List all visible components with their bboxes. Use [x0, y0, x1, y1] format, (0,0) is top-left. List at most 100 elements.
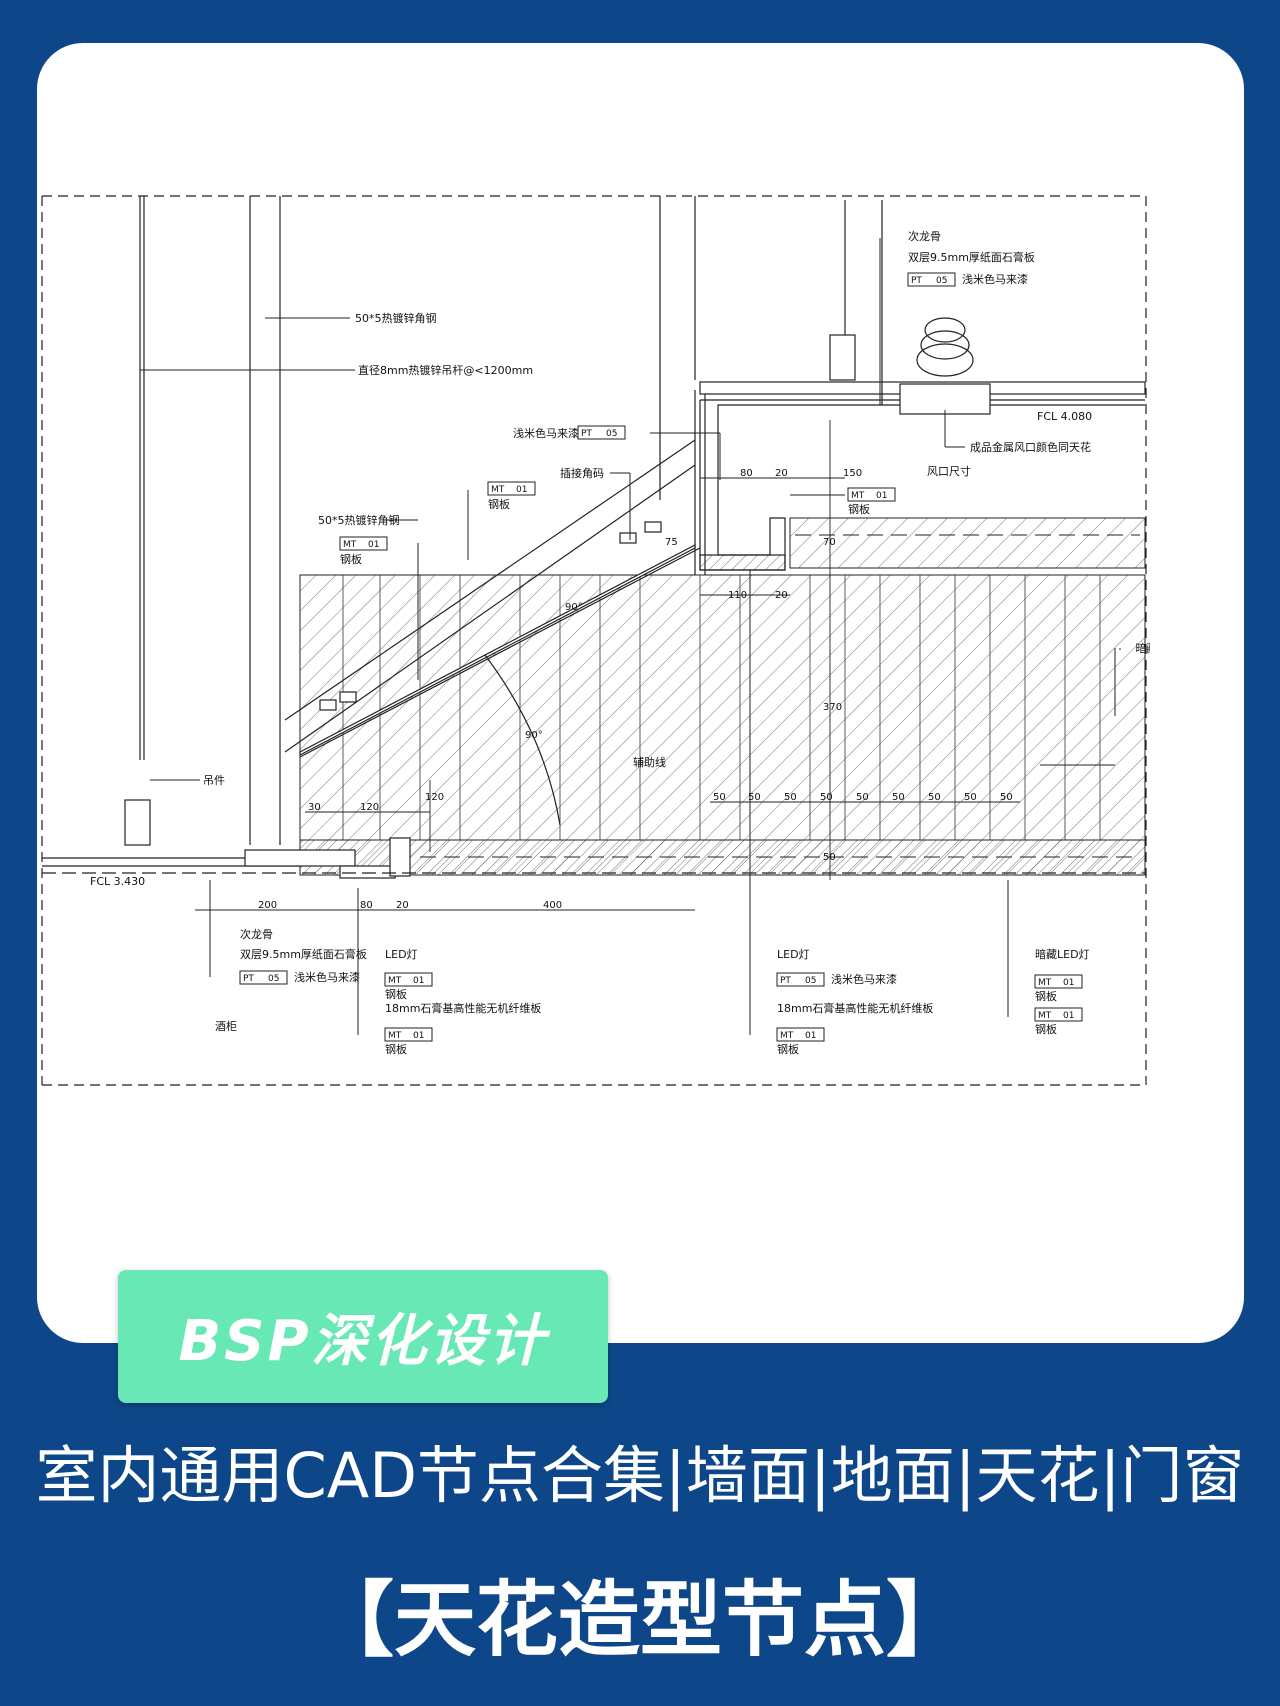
dimension-lines — [195, 420, 1020, 911]
svg-text:MT: MT — [1038, 1011, 1052, 1021]
dim-370: 370 — [823, 702, 842, 713]
tag-mt-box: MT 01 钢板 — [847, 487, 896, 516]
tag-pt-top: PT 05 — [577, 425, 626, 440]
dimension-values: 80 20 150 75 70 110 20 30 120 120 370 90… — [258, 468, 1013, 911]
tag-mt-bottom-1: MT 01 钢板 — [384, 972, 433, 1001]
label-board-bottom-1: 18mm石膏基高性能无机纤维板 — [385, 1001, 541, 1015]
dim-50-4: 50 — [820, 792, 833, 803]
dim-30: 30 — [308, 802, 321, 813]
tag-pt-bottom: PT 05 浅米色马来漆 — [239, 970, 360, 985]
svg-text:钢板: 钢板 — [1035, 1022, 1057, 1036]
brand-label: BSP深化设计 — [178, 1309, 548, 1374]
svg-text:01: 01 — [413, 1031, 424, 1041]
dim-200: 200 — [258, 900, 277, 911]
dim-90a: 90° — [565, 602, 583, 613]
tag-mt-bottom-5: MT 01 钢板 — [1034, 1007, 1083, 1036]
dim-50-9: 50 — [1000, 792, 1013, 803]
svg-text:PT: PT — [780, 976, 791, 986]
svg-text:PT: PT — [581, 429, 592, 439]
svg-text:01: 01 — [876, 491, 887, 501]
svg-text:钢板: 钢板 — [488, 497, 510, 511]
page-subtitle: 【天花造型节点】 — [311, 1573, 968, 1668]
dim-75: 75 — [665, 537, 678, 548]
label-paint-top: 浅米色马来漆 — [513, 426, 579, 440]
dim-90b: 90° — [525, 730, 543, 741]
tag-mt-mid: MT 01 钢板 — [339, 536, 388, 566]
svg-text:MT: MT — [491, 485, 505, 495]
svg-text:01: 01 — [805, 1031, 816, 1041]
label-vent-size: 风口尺寸 — [927, 464, 971, 478]
label-hidden-led-bottom: 暗藏LED灯 — [1035, 947, 1090, 961]
label-led-bottom-1: LED灯 — [385, 948, 418, 961]
dim-50-6: 50 — [892, 792, 905, 803]
label-keel-bottom: 次龙骨 — [240, 927, 273, 941]
label-keel-right: 次龙骨 — [908, 229, 941, 243]
dim-150: 150 — [843, 468, 862, 479]
tag-mt-bottom-2: MT 01 钢板 — [384, 1027, 433, 1056]
level-fcl-low: FCL 3.430 — [90, 875, 145, 888]
tag-mt-bottom-3: MT 01 钢板 — [776, 1027, 825, 1056]
label-gypsum-right: 双层9.5mm厚纸面石膏板 — [908, 250, 1035, 264]
svg-text:01: 01 — [1063, 978, 1074, 988]
svg-text:钢板: 钢板 — [777, 1042, 799, 1056]
label-corner-code: 插接角码 — [560, 466, 604, 480]
svg-text:01: 01 — [368, 540, 379, 550]
dim-110: 110 — [728, 590, 747, 601]
dim-400: 400 — [543, 900, 562, 911]
sloped-ceiling — [284, 390, 706, 826]
label-hanger: 吊件 — [203, 774, 225, 787]
label-aux-line: 辅助线 — [633, 755, 666, 769]
dim-50-1: 50 — [713, 792, 726, 803]
svg-text:MT: MT — [1038, 978, 1052, 988]
svg-text:05: 05 — [606, 429, 617, 439]
left-structure — [42, 196, 1145, 879]
drawing-labels: 50*5热镀锌角钢 直径8mm热镀锌吊杆@<1200mm 浅米色马来漆 PT 0… — [90, 229, 1150, 1056]
svg-text:PT: PT — [911, 276, 922, 286]
svg-text:MT: MT — [851, 491, 865, 501]
dim-120: 120 — [360, 802, 379, 813]
dim-70: 70 — [823, 537, 836, 548]
cad-section-drawing: 50*5热镀锌角钢 直径8mm热镀锌吊杆@<1200mm 浅米色马来漆 PT 0… — [41, 195, 1150, 1086]
svg-text:浅米色马来漆: 浅米色马来漆 — [831, 972, 897, 986]
label-angle-steel-mid: 50*5热镀锌角钢 — [318, 513, 400, 527]
dim-80: 80 — [740, 468, 753, 479]
dim-50-8: 50 — [964, 792, 977, 803]
svg-text:PT: PT — [243, 974, 254, 984]
label-vent: 成品金属风口颜色同天花 — [970, 440, 1091, 454]
svg-text:01: 01 — [413, 976, 424, 986]
svg-text:钢板: 钢板 — [1035, 989, 1057, 1003]
label-led-bottom-2: LED灯 — [777, 948, 810, 961]
tag-mt-top: MT 01 钢板 — [487, 481, 536, 511]
svg-text:钢板: 钢板 — [385, 1042, 407, 1056]
dim-50-3: 50 — [784, 792, 797, 803]
svg-text:05: 05 — [805, 976, 816, 986]
dim-20: 20 — [775, 468, 788, 479]
dim-50-5: 50 — [856, 792, 869, 803]
label-gypsum-bottom: 双层9.5mm厚纸面石膏板 — [240, 947, 367, 961]
label-rod: 直径8mm热镀锌吊杆@<1200mm — [358, 363, 533, 377]
dim-50-2: 50 — [748, 792, 761, 803]
svg-text:01: 01 — [516, 485, 527, 495]
dim-120v: 120 — [425, 792, 444, 803]
tag-mt-bottom-4: MT 01 钢板 — [1034, 974, 1083, 1003]
tag-pt-right: PT 05 浅米色马来漆 — [907, 272, 1028, 287]
svg-text:01: 01 — [1063, 1011, 1074, 1021]
label-hidden-led-right: 暗藏LED灯 — [1135, 641, 1150, 655]
svg-text:钢板: 钢板 — [385, 987, 407, 1001]
label-board-bottom-2: 18mm石膏基高性能无机纤维板 — [777, 1001, 933, 1015]
drawing-frame — [41, 195, 1147, 1086]
svg-text:05: 05 — [936, 276, 947, 286]
dim-50v: 50 — [823, 852, 836, 863]
svg-text:钢板: 钢板 — [848, 502, 870, 516]
svg-text:MT: MT — [780, 1031, 794, 1041]
svg-text:浅米色马来漆: 浅米色马来漆 — [294, 970, 360, 984]
svg-text:MT: MT — [388, 1031, 402, 1041]
label-angle-steel-top: 50*5热镀锌角钢 — [355, 311, 437, 325]
dim-50-7: 50 — [928, 792, 941, 803]
leader-lines — [140, 238, 1121, 1035]
brand-badge: BSP深化设计 — [118, 1270, 608, 1403]
level-fcl-high: FCL 4.080 — [1037, 410, 1092, 423]
svg-text:05: 05 — [268, 974, 279, 984]
svg-text:浅米色马来漆: 浅米色马来漆 — [962, 272, 1028, 286]
svg-text:MT: MT — [388, 976, 402, 986]
